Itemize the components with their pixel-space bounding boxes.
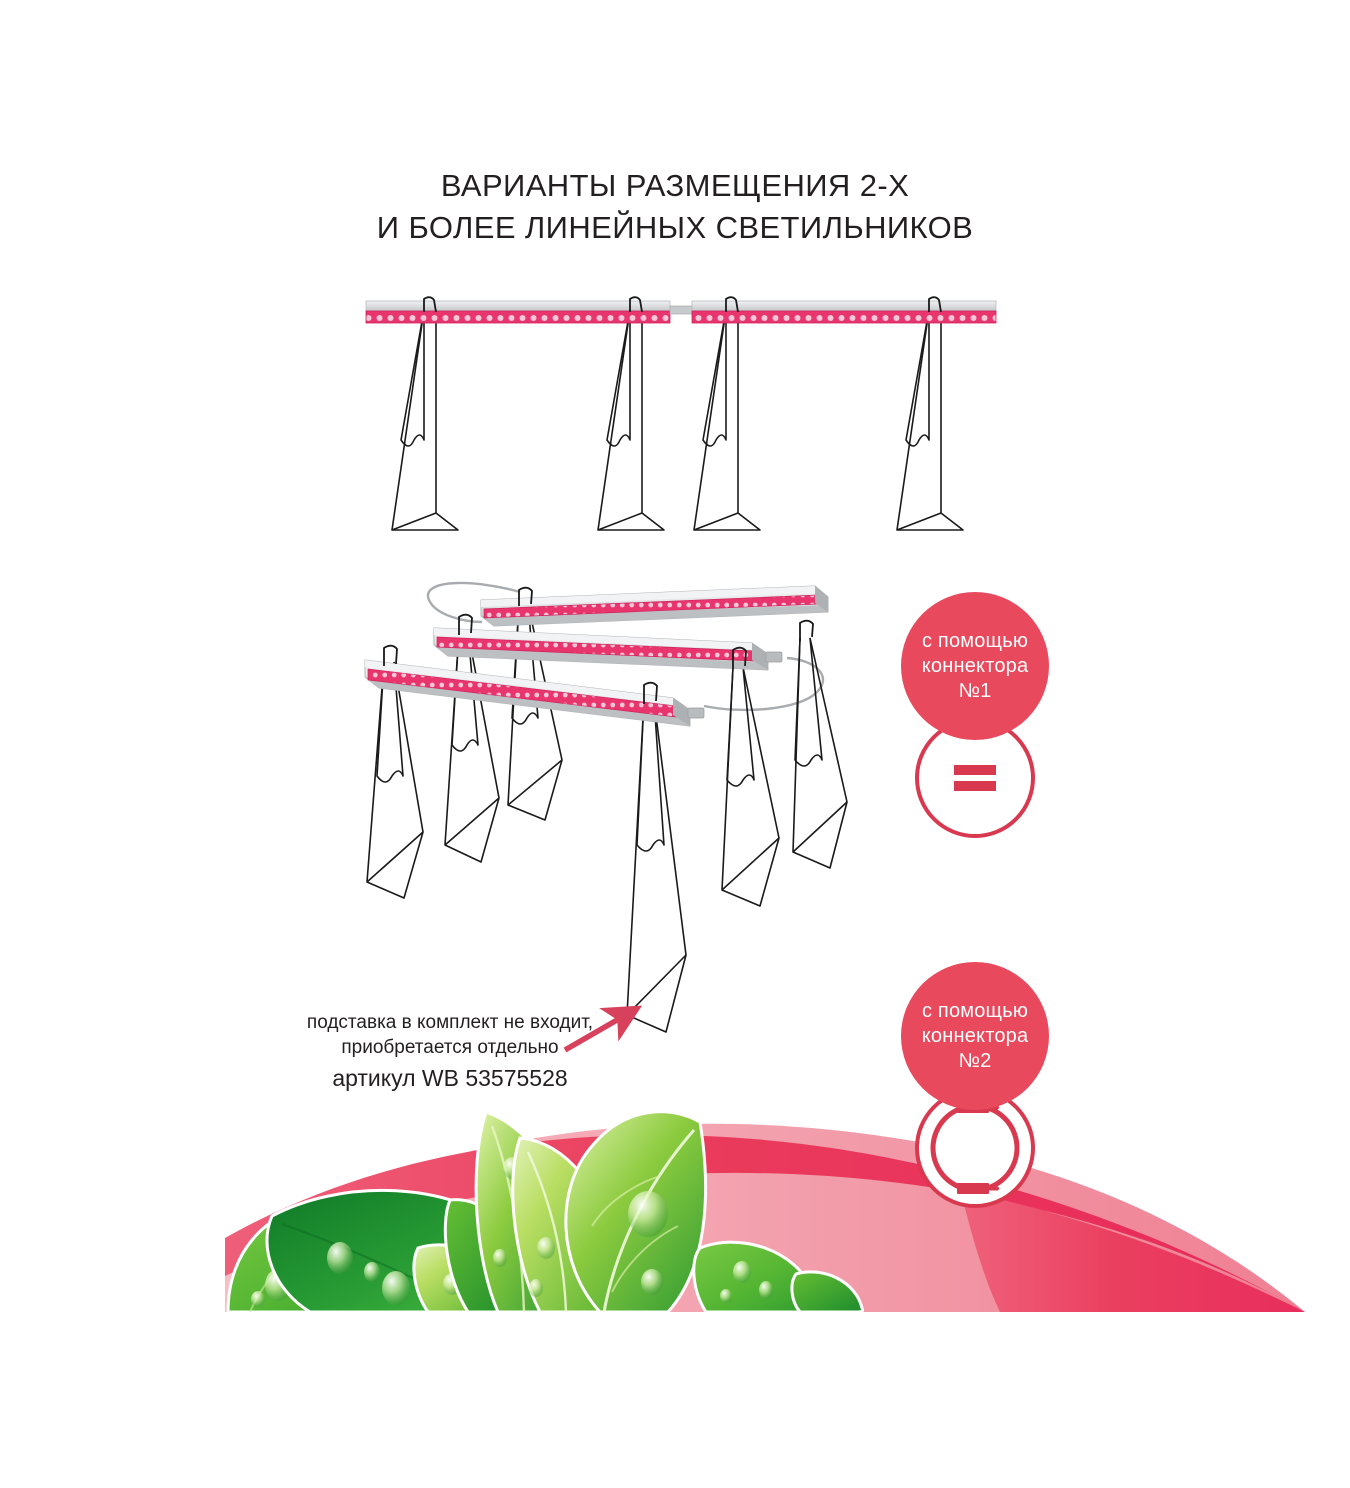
- connector-cable: [703, 656, 825, 712]
- badge-line-2: коннектора: [921, 654, 1029, 677]
- title-line-2: И БОЛЕЕ ЛИНЕЙНЫХ СВЕТИЛЬНИКОВ: [376, 210, 974, 245]
- stand: [366, 661, 424, 899]
- badge-line-1: с помощью: [921, 999, 1029, 1022]
- equals-connector-icon: [915, 718, 1035, 838]
- middle-diagram: [364, 581, 848, 1033]
- stand: [721, 666, 780, 907]
- badge-line-3: №1: [958, 679, 992, 702]
- badge-line-3: №2: [958, 1049, 992, 1072]
- stand: [626, 699, 687, 1033]
- lamp-bar: [365, 300, 671, 324]
- middle-stands-mid: [444, 631, 780, 907]
- stand: [792, 637, 848, 869]
- stand: [693, 309, 761, 531]
- caption-line-3: артикул WB 53575528: [332, 1065, 568, 1091]
- cable-loop-glyph: [930, 1102, 1020, 1194]
- middle-stands-front: [366, 661, 687, 1033]
- hook: [458, 613, 747, 669]
- badge-line-2: коннектора: [921, 1024, 1029, 1047]
- page-title: ВАРИАНТЫ РАЗМЕЩЕНИЯ 2-Х И БОЛЕЕ ЛИНЕЙНЫХ…: [0, 165, 1350, 249]
- top-row-stands: [391, 309, 964, 531]
- stand: [444, 631, 500, 863]
- bottom-decoration: [225, 1110, 1305, 1312]
- leaf: [790, 1270, 864, 1312]
- caption-line-1: подставка в комплект не входит,: [306, 1012, 594, 1033]
- middle-stands-back: [507, 603, 848, 869]
- badge-circle[interactable]: с помощью коннектора №2: [901, 962, 1049, 1110]
- lamp-bar: [480, 585, 829, 627]
- stand: [896, 309, 964, 531]
- top-row-diagram: [365, 296, 997, 531]
- top-row-hooks: [423, 296, 942, 313]
- pointer-to-stand-arrow: [563, 1005, 643, 1053]
- leaf: [564, 1110, 707, 1312]
- ribbon-dark-tail: [960, 1190, 1305, 1312]
- lamp-bar: [433, 627, 783, 671]
- stand: [597, 309, 665, 531]
- hook: [383, 644, 658, 704]
- title-line-1: ВАРИАНТЫ РАЗМЕЩЕНИЯ 2-Х: [440, 168, 910, 203]
- stand-not-included-caption: подставка в комплект не входит, приобрет…: [240, 1010, 660, 1094]
- lamp-bar: [691, 300, 997, 324]
- connector-cable: [426, 581, 521, 624]
- badge-connector-2[interactable]: с помощью коннектора №2: [901, 962, 1049, 1208]
- hook: [518, 586, 814, 641]
- badge-circle[interactable]: с помощью коннектора №1: [901, 592, 1049, 740]
- badge-connector-1[interactable]: с помощью коннектора №1: [901, 592, 1049, 838]
- stand: [391, 309, 459, 531]
- lamp-bar: [364, 659, 705, 727]
- lamp-connector-piece: [669, 305, 693, 315]
- caption-line-2: приобретается отдельно: [341, 1037, 559, 1058]
- leaf: [692, 1240, 818, 1312]
- badge-line-1: с помощью: [921, 629, 1029, 652]
- equals-glyph: [954, 765, 996, 791]
